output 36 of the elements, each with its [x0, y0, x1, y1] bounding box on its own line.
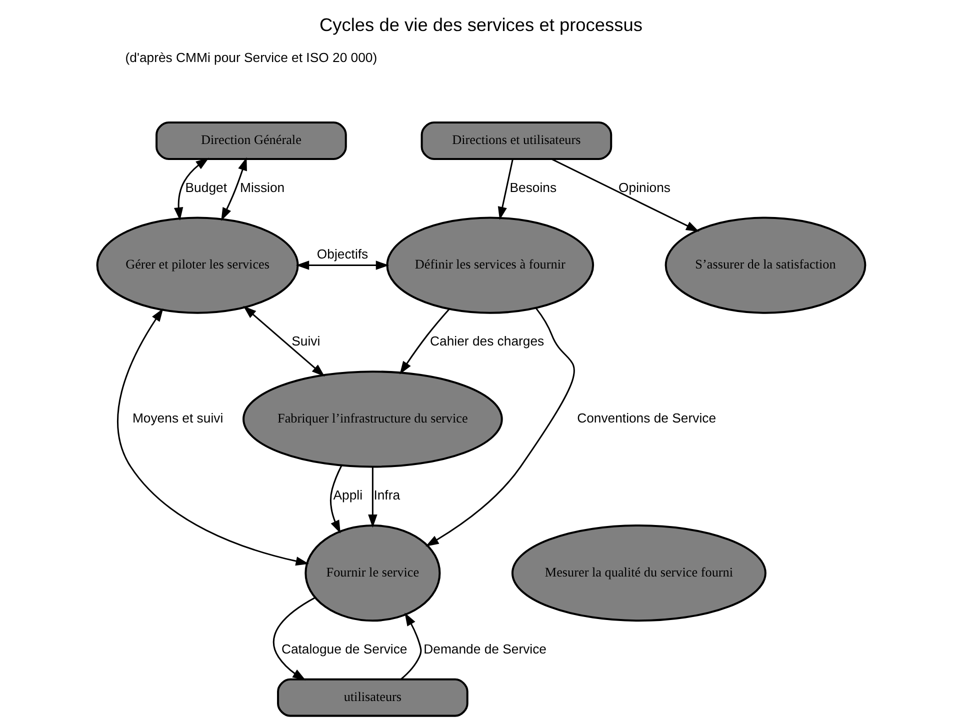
- diagram-title: Cycles de vie des services et processus: [319, 14, 643, 35]
- edge-label: Mission: [240, 180, 285, 195]
- edge-label: Opinions: [618, 180, 670, 195]
- arrow: [330, 465, 342, 534]
- node-box: Directions et utilisateurs: [420, 122, 612, 160]
- arrow: [400, 308, 450, 374]
- edge-label: Cahier des charges: [430, 334, 544, 349]
- node-ellipse: S’assurer de la satisfaction: [664, 216, 866, 314]
- edge-label: Objectifs: [316, 246, 368, 262]
- node-ellipse: Définir les services à fournir: [386, 216, 594, 314]
- node-ellipse: Gérer et piloter les services: [96, 216, 299, 314]
- arrow: [243, 306, 325, 377]
- arrow: [368, 467, 378, 528]
- node-box: Direction Générale: [156, 122, 347, 160]
- arrow: [426, 308, 575, 546]
- label: (d'après CMMi pour Service et ISO 20 000): [125, 50, 378, 66]
- edge-label: Demande de Service: [424, 641, 546, 656]
- edge-label: Besoins: [510, 180, 557, 195]
- node-box: utilisateurs: [277, 678, 468, 717]
- arrow: [117, 308, 310, 566]
- edge-label: Budget: [185, 180, 227, 195]
- arrow: [551, 158, 700, 232]
- arrow: [272, 596, 316, 680]
- edge-label: Infra: [374, 488, 400, 503]
- arrow: [400, 612, 422, 680]
- edge-label: Moyens et suivi: [132, 410, 224, 426]
- node-ellipse: Fabriquer l’infrastructure du service: [242, 370, 503, 468]
- arrow: [296, 260, 390, 270]
- arrow: [498, 158, 514, 220]
- arrow: [221, 157, 247, 221]
- edge-label: Appli: [333, 488, 363, 503]
- node-ellipse: Mesurer la qualité du service fourni: [511, 524, 766, 622]
- edge-label: Catalogue de Service: [281, 641, 408, 656]
- edge-label: Suivi: [292, 334, 320, 349]
- arrow: [174, 158, 209, 221]
- edge-label: Conventions de Service: [577, 410, 716, 426]
